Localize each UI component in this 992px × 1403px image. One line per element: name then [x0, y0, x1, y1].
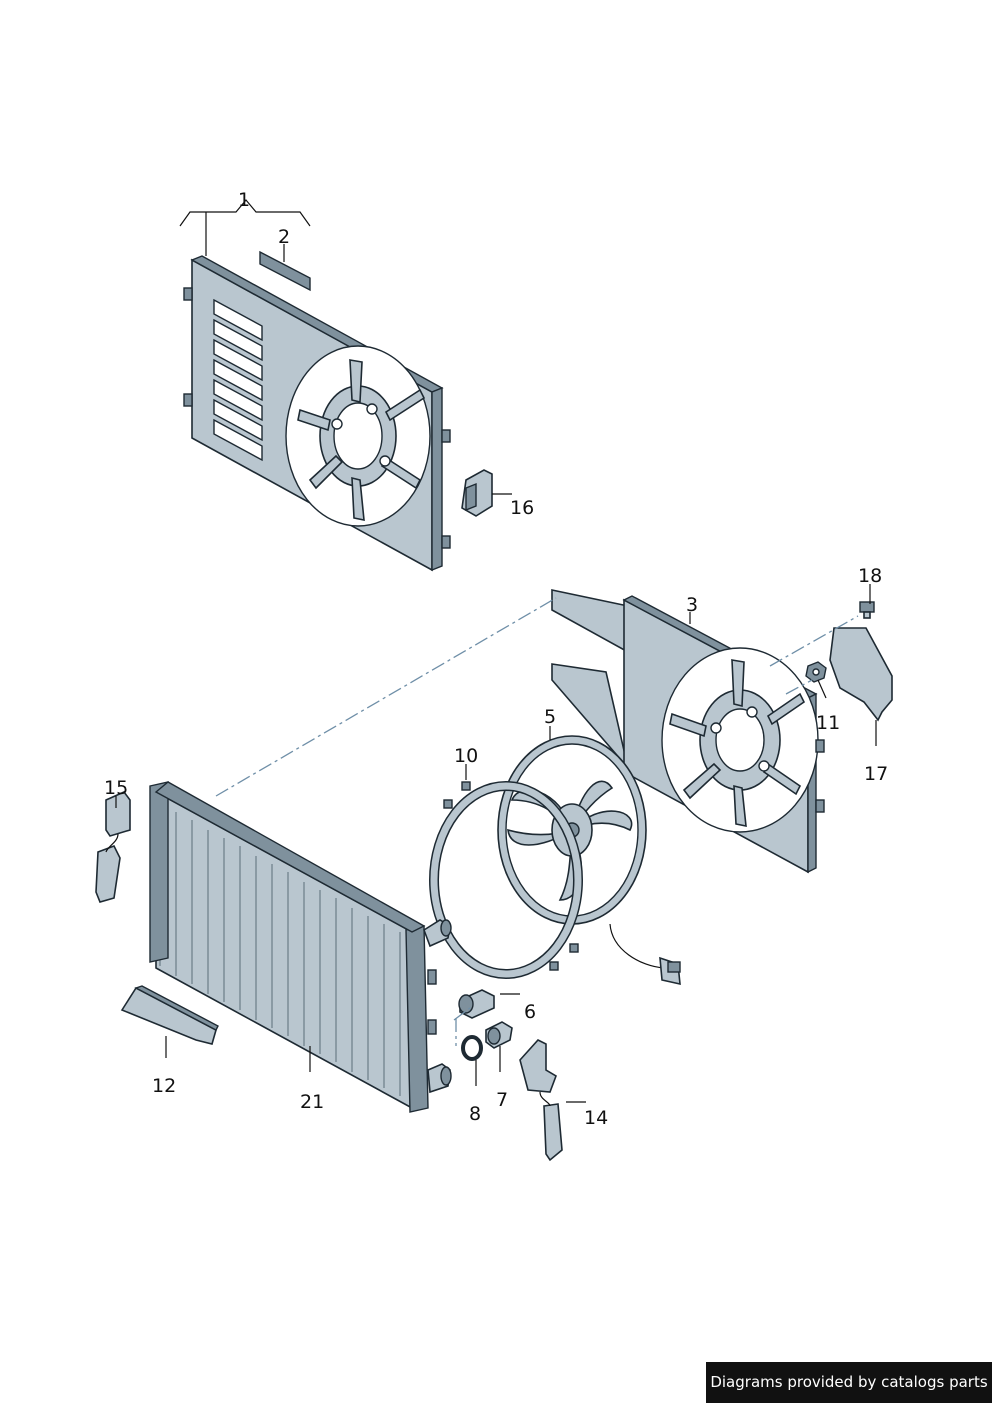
fan-resistor-cover: [829, 627, 893, 722]
callout-2: 2: [278, 226, 290, 248]
assembly-lines: [215, 597, 859, 1046]
temperature-switch: [458, 989, 495, 1019]
fan-connector: [659, 956, 681, 986]
leader-lines: [115, 199, 877, 1103]
air-guide: [120, 985, 219, 1045]
fan-shroud-lower: [551, 589, 825, 874]
radiator-pipe-lower: [427, 1063, 452, 1094]
radiator: [149, 781, 452, 1113]
callout-16: 16: [510, 497, 534, 519]
sticker-label: [259, 250, 311, 292]
retaining-clip-upper: [461, 469, 493, 517]
callout-6: 6: [524, 1001, 536, 1023]
footer-credit: Diagrams provided by catalogs parts: [706, 1362, 992, 1403]
callout-11: 11: [816, 712, 840, 734]
callout-8: 8: [469, 1103, 481, 1125]
callout-10: 10: [454, 745, 478, 767]
callout-21: 21: [300, 1091, 324, 1113]
callout-18: 18: [858, 565, 882, 587]
radiator-pipe-upper: [423, 919, 452, 948]
callout-17: 17: [864, 763, 888, 785]
radiator-fins: [159, 802, 401, 1096]
callout-labels: 1 2 16 18 3 11 5 17 10 15 6 12 21 7 8 14: [104, 189, 888, 1129]
callout-14: 14: [584, 1107, 608, 1129]
bracket-right: [519, 1039, 563, 1162]
bracket-left: [95, 791, 131, 903]
callout-1: 1: [238, 189, 250, 211]
callout-12: 12: [152, 1075, 176, 1097]
sealing-plug: [485, 1021, 513, 1049]
o-ring: [461, 1035, 483, 1061]
nut: [805, 661, 827, 683]
callout-3: 3: [686, 594, 698, 616]
callout-7: 7: [496, 1089, 508, 1111]
callout-5: 5: [544, 706, 556, 728]
fan-shroud-upper: [183, 255, 451, 572]
screw: [859, 601, 875, 619]
callout-15: 15: [104, 777, 128, 799]
shroud-louvers: [213, 298, 263, 462]
fan-ring-seal: [429, 781, 583, 979]
